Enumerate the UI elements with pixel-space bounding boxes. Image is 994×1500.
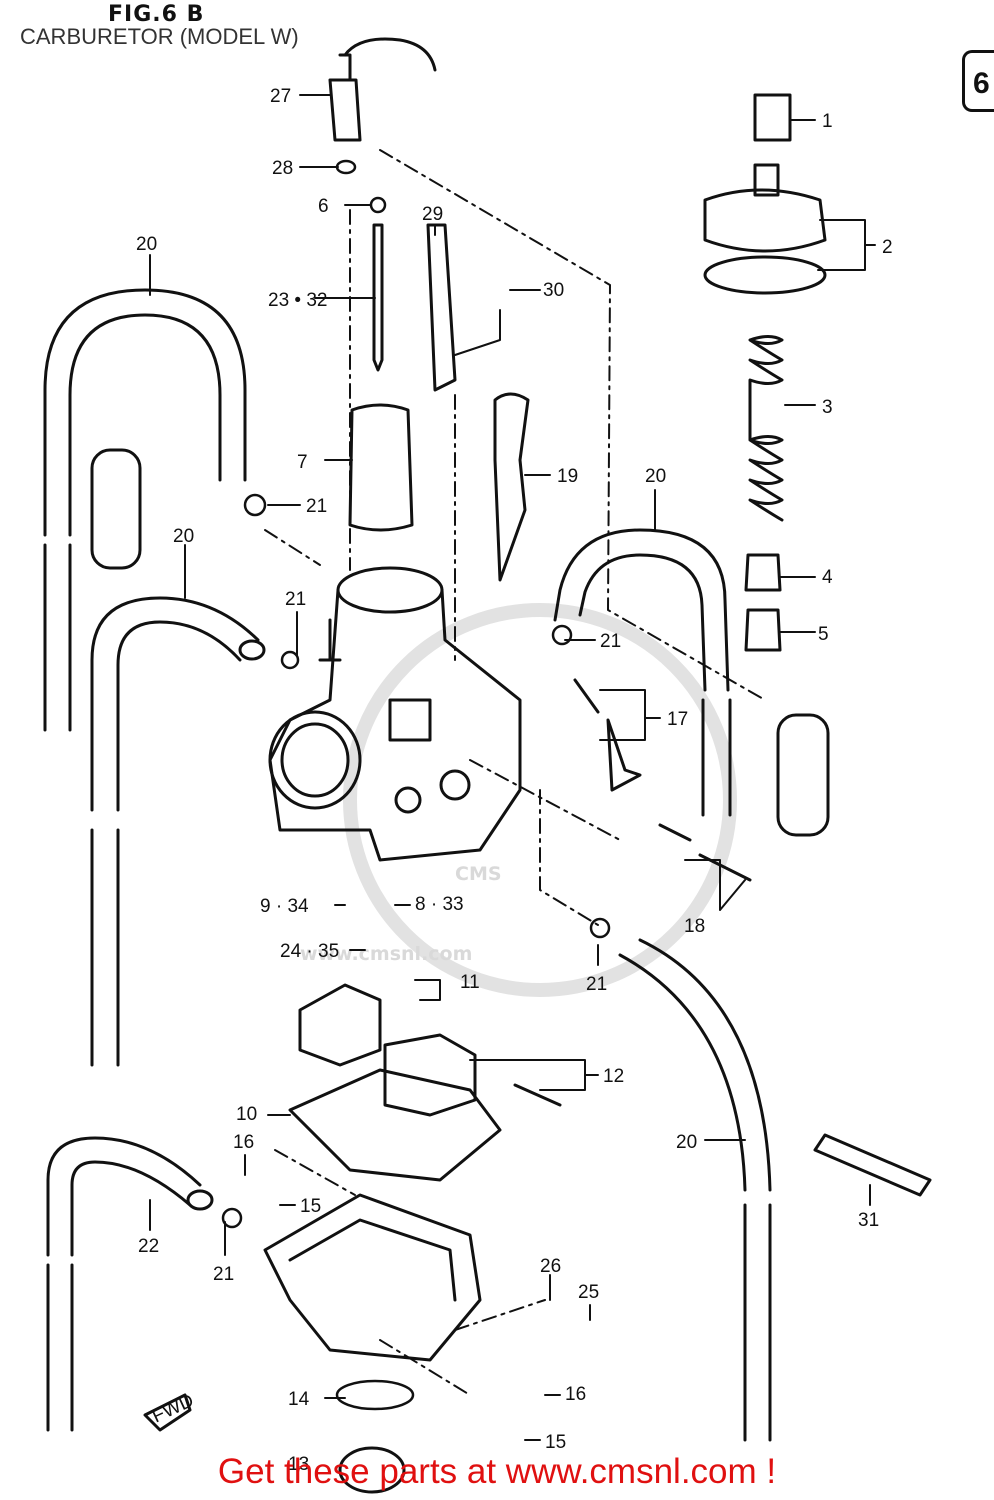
callout-24-35: 24 · 35: [280, 941, 339, 962]
idle-screw: [658, 823, 752, 882]
throttle-spring: [748, 335, 784, 522]
callout-29: 29: [422, 204, 443, 225]
clip-21b: [280, 650, 300, 670]
callout-15a: 15: [300, 1196, 321, 1217]
top-cap: [703, 93, 827, 295]
callout-30: 30: [543, 280, 564, 301]
callout-22: 22: [138, 1236, 159, 1257]
hose-left-middle: [90, 596, 266, 1067]
needle-holder: [744, 553, 782, 592]
hose-cut-pieces: [90, 448, 830, 837]
shop-link[interactable]: Get these parts at www.cmsnl.com !: [217, 1452, 777, 1491]
callout-8-33: 8 · 33: [415, 894, 464, 915]
clip-21c: [551, 624, 573, 646]
callout-25: 25: [578, 1282, 599, 1303]
section-tab: 6: [962, 50, 994, 112]
clip-21d: [589, 917, 611, 939]
figure-id: FIG.6 B: [108, 2, 205, 27]
clip-21e: [221, 1207, 243, 1229]
needle-clip: [744, 608, 782, 652]
o-ring: [335, 1379, 415, 1411]
callout-15b: 15: [545, 1432, 566, 1453]
leader-lines: [149, 94, 876, 1441]
callout-21d: 21: [586, 974, 607, 995]
callout-10: 10: [236, 1104, 257, 1125]
callout-21e: 21: [213, 1264, 234, 1285]
callout-23-32: 23 • 32: [268, 290, 327, 311]
callout-4: 4: [822, 567, 833, 588]
callout-5: 5: [818, 624, 829, 645]
watermark-url: www.cmsnl.com: [300, 943, 472, 965]
callout-14: 14: [288, 1389, 310, 1410]
callout-20a: 20: [136, 234, 157, 255]
callout-6: 6: [318, 196, 329, 217]
callout-13: 13: [288, 1454, 309, 1475]
callout-7: 7: [297, 452, 308, 473]
starter-plunger: [493, 392, 530, 582]
callout-28: 28: [272, 158, 293, 179]
hose-right-lower: [618, 938, 772, 1442]
callout-31: 31: [858, 1210, 879, 1231]
callout-1: 1: [822, 111, 833, 132]
callout-20c: 20: [173, 526, 194, 547]
bracket-plate: [426, 223, 457, 392]
callout-3: 3: [822, 397, 833, 418]
callout-19: 19: [557, 466, 578, 487]
washer-28: [335, 159, 357, 175]
fwd-arrow: [143, 1393, 192, 1432]
callout-20b: 20: [645, 466, 666, 487]
callout-26: 26: [540, 1256, 561, 1277]
hose-lower-left: [46, 1136, 214, 1432]
jet-needle: [372, 223, 384, 372]
callout-21c: 21: [600, 631, 621, 652]
gasket: [288, 1068, 502, 1182]
cable-holder: [813, 1133, 932, 1197]
callout-16a: 16: [233, 1132, 254, 1153]
pilot-air-screw: [573, 678, 642, 792]
callout-12: 12: [603, 1066, 624, 1087]
callout-2: 2: [882, 237, 893, 258]
hose-right-upper: [553, 528, 732, 817]
callout-16b: 16: [565, 1384, 586, 1405]
clip-21a: [243, 493, 267, 517]
throttle-valve: [348, 403, 414, 532]
cable-adjuster: [328, 53, 362, 142]
fuel-line: [343, 37, 437, 72]
watermark-logo: CMS: [455, 863, 502, 885]
float-bowl: [263, 1193, 482, 1494]
callout-27: 27: [270, 86, 291, 107]
callout-18: 18: [684, 916, 705, 937]
carburetor-body: [268, 566, 522, 862]
callout-21b: 21: [285, 589, 306, 610]
callout-11: 11: [460, 972, 480, 993]
hose-left-upper: [43, 288, 247, 732]
ring-6: [369, 196, 387, 214]
callout-20d: 20: [676, 1132, 697, 1153]
float-assembly: [298, 983, 562, 1117]
callout-21a: 21: [306, 496, 327, 517]
callout-9-34: 9 · 34: [260, 896, 309, 917]
callout-17: 17: [667, 709, 688, 730]
figure-title: CARBURETOR (MODEL W): [20, 24, 299, 49]
